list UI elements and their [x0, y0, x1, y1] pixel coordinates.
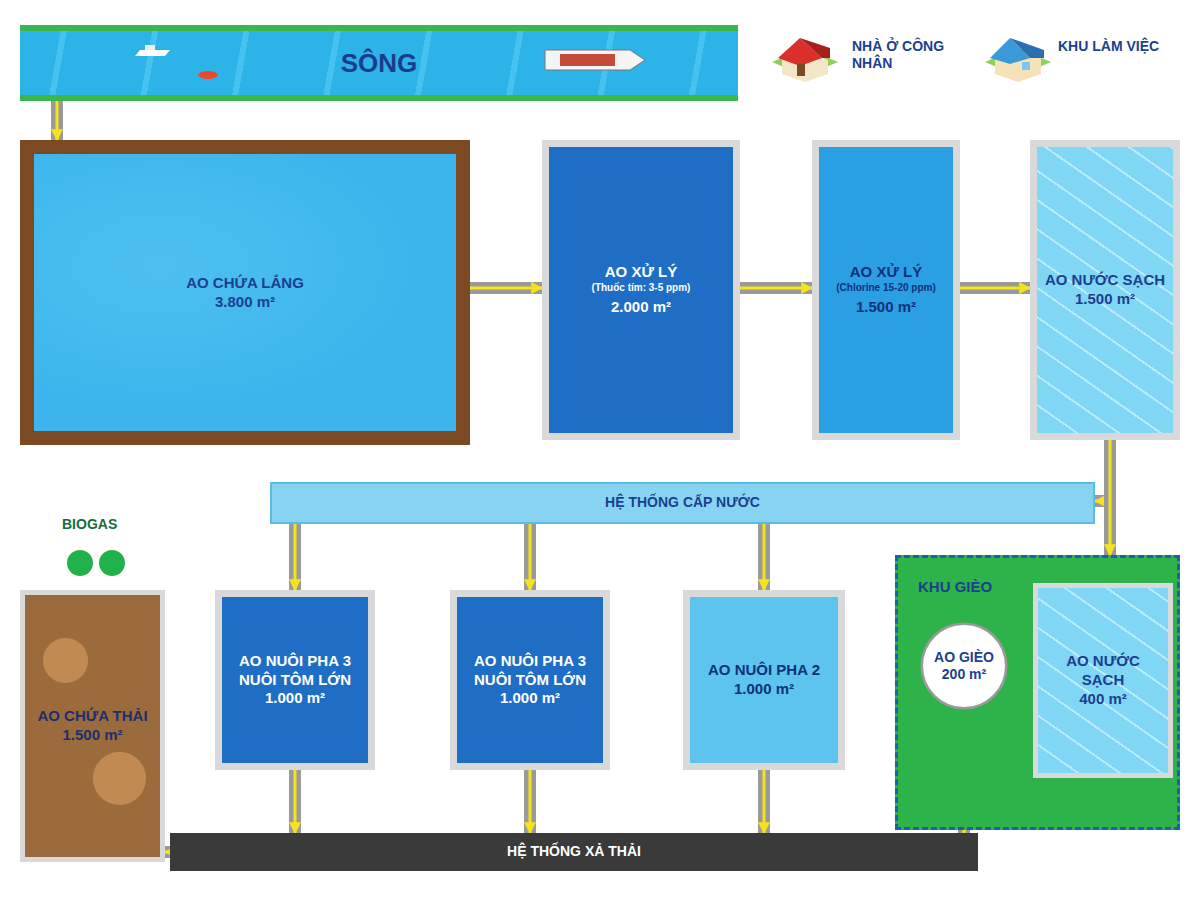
text-group: AO XỬ LÝ(Thuốc tím: 3-5 ppm) 2.000 m²	[586, 257, 697, 323]
treatment-pond: AO XỬ LÝ(Thuốc tím: 3-5 ppm) 2.000 m²	[542, 140, 740, 440]
node-detail: 400 m²	[1079, 690, 1127, 709]
text-group: AO CHỨA THẢI1.500 m²	[31, 701, 153, 751]
biogas-tank	[67, 550, 93, 576]
text-group: AO NUÔI PHA 21.000 m²	[702, 655, 826, 705]
text-group: AO XỬ LÝ(Chlorine 15-20 ppm) 1.500 m²	[830, 257, 941, 323]
grow-out-pond: AO NUÔI PHA 3 NUÔI TÔM LỚN1.000 m²	[215, 590, 375, 770]
node-title: AO NƯỚC SẠCH	[1045, 271, 1165, 290]
node-title: HỆ THỐNG XẢ THẢI	[507, 843, 641, 861]
water-pipe	[295, 524, 296, 590]
node-detail: 3.800 m²	[215, 293, 275, 312]
text-group: AO NƯỚC SẠCH400 m²	[1038, 646, 1168, 714]
text-group: AO CHỨA LẮNG3.800 m²	[180, 268, 310, 318]
node-title: AO CHỨA LẮNG	[186, 274, 304, 293]
biogas-label: BIOGAS	[62, 516, 152, 533]
node-title: AO NƯỚC SẠCH	[1044, 652, 1162, 690]
river-band: SÔNG	[20, 25, 738, 101]
node-title: SÔNG	[341, 47, 418, 80]
water-pipe	[295, 770, 296, 833]
settling-pond: AO CHỨA LẮNG3.800 m²	[20, 140, 470, 445]
waste-pond: AO CHỨA THẢI1.500 m²	[20, 590, 165, 862]
text-group: AO GIÈO200 m²	[928, 643, 1000, 690]
text-group: HỆ THỐNG CẤP NƯỚC	[599, 488, 766, 518]
node-title: AO XỬ LÝ	[605, 263, 677, 282]
node-detail: 1.500 m²	[856, 298, 916, 317]
clean-water-pond: AO NƯỚC SẠCH400 m²	[1033, 583, 1173, 778]
seeding-zone: KHU GIÈO AO GIÈO200 m² AO NƯỚC SẠCH400 m²	[895, 555, 1180, 830]
water-pipe	[764, 524, 765, 590]
text-group: KHU GIÈO	[912, 572, 998, 603]
node-title: AO NUÔI PHA 3 NUÔI TÔM LỚN	[463, 652, 597, 690]
grow-out-pond: AO NUÔI PHA 3 NUÔI TÔM LỚN1.000 m²	[450, 590, 610, 770]
node-title: AO NUÔI PHA 2	[708, 661, 820, 680]
water-pipe	[1110, 440, 1111, 555]
building-label: NHÀ Ở CÔNG NHÂN	[852, 38, 967, 72]
node-title: AO NUÔI PHA 3 NUÔI TÔM LỚN	[228, 652, 362, 690]
text-group: HỆ THỐNG XẢ THẢI	[501, 837, 647, 867]
node-detail: (Thuốc tím: 3-5 ppm)	[592, 282, 691, 295]
water-pipe	[764, 770, 765, 833]
water-pipe	[530, 770, 531, 833]
node-detail: 1.500 m²	[62, 726, 122, 745]
node-title: KHU GIÈO	[918, 578, 992, 597]
clean-water-pond: AO NƯỚC SẠCH1.500 m²	[1030, 140, 1180, 440]
text-group: AO NUÔI PHA 3 NUÔI TÔM LỚN1.000 m²	[457, 646, 603, 714]
text-group: SÔNG	[335, 41, 424, 86]
water-pipe	[57, 101, 58, 140]
water-pipe	[530, 524, 531, 590]
treatment-pond: AO XỬ LÝ(Chlorine 15-20 ppm) 1.500 m²	[812, 140, 960, 440]
node-detail: 2.000 m²	[611, 298, 671, 317]
node-detail: 1.000 m²	[734, 680, 794, 699]
seeding-pond-circle: AO GIÈO200 m²	[920, 622, 1008, 710]
text-group: AO NUÔI PHA 3 NUÔI TÔM LỚN1.000 m²	[222, 646, 368, 714]
drain-band: HỆ THỐNG XẢ THẢI	[170, 833, 978, 871]
worker-house-icon	[772, 38, 838, 82]
node-detail: (Chlorine 15-20 ppm)	[836, 282, 935, 295]
node-detail: 1.000 m²	[500, 689, 560, 708]
biogas-tank	[99, 550, 125, 576]
supply-band: HỆ THỐNG CẤP NƯỚC	[270, 482, 1095, 524]
node-title: AO CHỨA THẢI	[37, 707, 147, 726]
node-title: AO XỬ LÝ	[850, 263, 922, 282]
water-pipe	[740, 288, 812, 289]
nursery-pond: AO NUÔI PHA 21.000 m²	[683, 590, 845, 770]
node-detail: 200 m²	[942, 666, 986, 684]
node-title: HỆ THỐNG CẤP NƯỚC	[605, 494, 760, 512]
building-label: KHU LÀM VIỆC	[1058, 38, 1188, 55]
node-detail: 1.500 m²	[1075, 290, 1135, 309]
node-detail: 1.000 m²	[265, 689, 325, 708]
text-group: AO NƯỚC SẠCH1.500 m²	[1039, 265, 1171, 315]
water-pipe	[960, 288, 1030, 289]
office-house-icon	[985, 38, 1051, 82]
water-pipe	[470, 288, 542, 289]
node-title: AO GIÈO	[934, 649, 994, 667]
